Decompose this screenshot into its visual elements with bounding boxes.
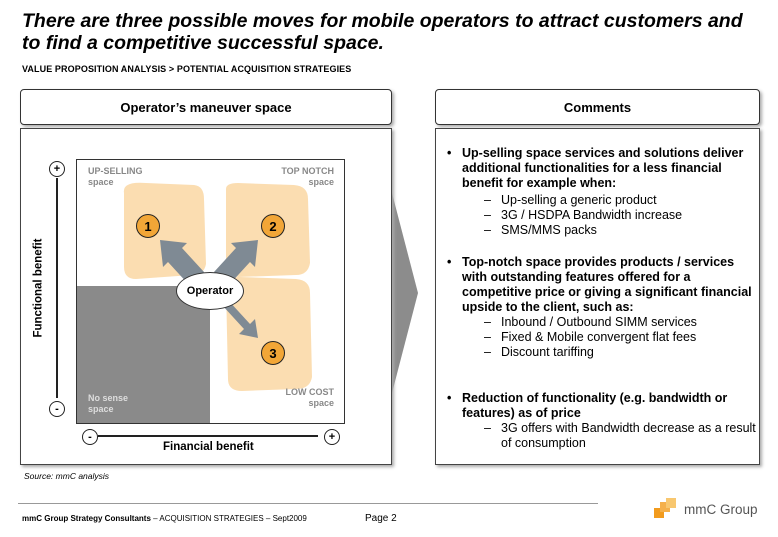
comment-item: •Top-notch space provides products / ser…: [447, 255, 757, 360]
page-title: There are three possible moves for mobil…: [22, 10, 743, 54]
sub-item: –Discount tariffing: [484, 345, 594, 359]
page-number: Page 2: [365, 513, 397, 524]
quadrant-no-sense: [76, 286, 212, 424]
comment-item: •Reduction of functionality (e.g. bandwi…: [447, 391, 756, 450]
x-axis-minus-icon: -: [82, 429, 98, 445]
x-axis-plus-icon: +: [324, 429, 340, 445]
y-axis-label: Functional benefit: [32, 238, 45, 338]
comment-item: • Up-selling space services and solution…: [447, 146, 744, 190]
sub-item: –SMS/MMS packs: [484, 223, 597, 237]
sub-item: –Inbound / Outbound SIMM services: [484, 315, 697, 329]
move-1-marker: 1: [136, 214, 160, 238]
comment-1-subs: –Up-selling a generic product –3G / HSDP…: [447, 193, 757, 238]
move-2-marker: 2: [261, 214, 285, 238]
comments-list: • Up-selling space services and solution…: [447, 146, 757, 202]
sub-item: –3G / HSDPA Bandwidth increase: [484, 208, 683, 222]
sub-item: –Up-selling a generic product: [484, 193, 657, 207]
footer-text: mmC Group Strategy Consultants – ACQUISI…: [22, 514, 307, 523]
mmc-logo: mmC Group: [654, 498, 758, 520]
axis-lines: [56, 178, 318, 437]
footer-divider: [18, 503, 598, 504]
chevron-right-icon: [392, 193, 418, 393]
comments-header: Comments: [435, 89, 760, 125]
sub-item: –Fixed & Mobile convergent flat fees: [484, 330, 697, 344]
y-axis-plus-icon: +: [49, 161, 65, 177]
x-axis-label: Financial benefit: [163, 441, 254, 453]
comments-panel: [435, 128, 760, 465]
maneuver-space-header: Operator’s maneuver space: [20, 89, 392, 125]
y-axis-minus-icon: -: [49, 401, 65, 417]
move-3-marker: 3: [261, 341, 285, 365]
sub-item: –3G offers with Bandwidth decrease as a …: [484, 421, 756, 450]
operator-node: Operator: [176, 272, 244, 310]
page-subtitle: VALUE PROPOSITION ANALYSIS > POTENTIAL A…: [22, 64, 352, 74]
source-note: Source: mmC analysis: [24, 471, 110, 481]
mmc-logo-icon: [654, 498, 676, 518]
